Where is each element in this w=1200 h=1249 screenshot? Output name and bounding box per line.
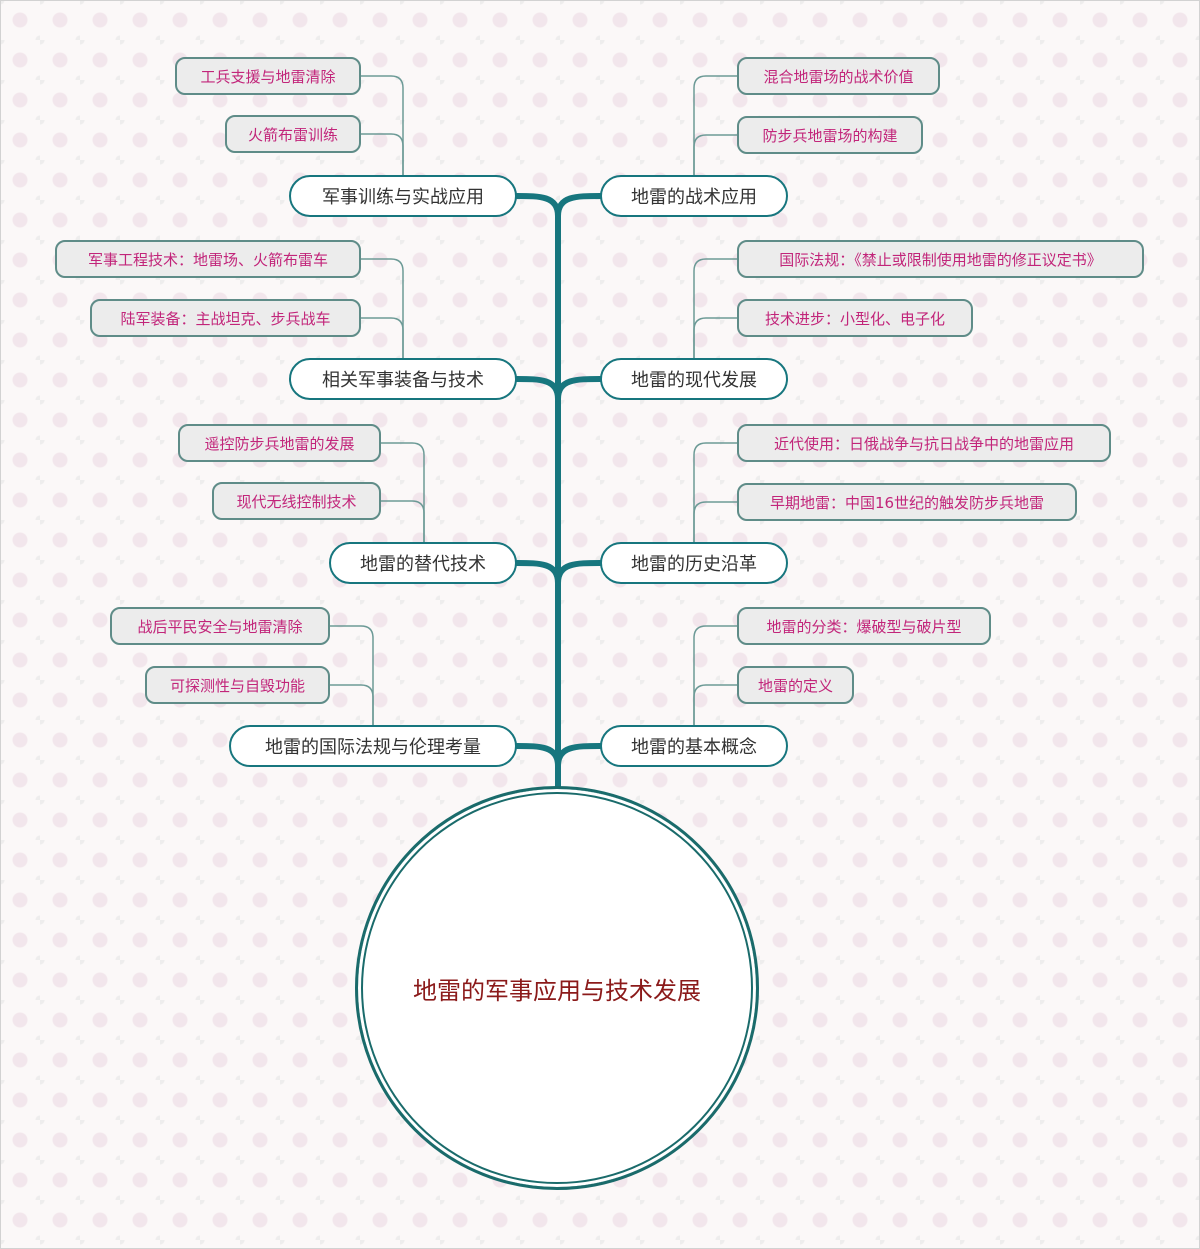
branch-left-0 [514, 193, 561, 219]
sub-connector-right-5 [693, 501, 738, 543]
sub-connector-right-2 [693, 258, 738, 359]
topic-tactical-use[interactable]: 地雷的战术应用 [600, 175, 788, 217]
subtopic-remote-apm[interactable]: 遥控防步兵地雷的发展 [178, 424, 381, 462]
sub-connector-right-0 [693, 75, 738, 176]
sub-connector-right-7 [693, 684, 738, 726]
topic-history[interactable]: 地雷的历史沿革 [600, 542, 788, 584]
topic-modern-development[interactable]: 地雷的现代发展 [600, 358, 788, 400]
topic-related-equipment[interactable]: 相关军事装备与技术 [289, 358, 517, 400]
subtopic-detectability[interactable]: 可探测性与自毁功能 [145, 666, 330, 704]
branch-right-1 [555, 376, 603, 402]
subtopic-civilian-safety[interactable]: 战后平民安全与地雷清除 [110, 607, 330, 645]
subtopic-rocket-mine-training[interactable]: 火箭布雷训练 [225, 115, 361, 153]
subtopic-early-mines[interactable]: 早期地雷：中国16世纪的触发防步兵地雷 [737, 483, 1077, 521]
sub-connector-right-4 [693, 442, 738, 543]
sub-connector-right-1 [693, 134, 738, 176]
sub-connector-left-7 [329, 684, 374, 726]
topic-military-training[interactable]: 军事训练与实战应用 [289, 175, 517, 217]
sub-connector-left-1 [360, 133, 404, 176]
root-topic[interactable]: 地雷的军事应用与技术发展 [355, 786, 759, 1190]
branch-right-3 [555, 743, 603, 769]
topic-basic-concept[interactable]: 地雷的基本概念 [600, 725, 788, 767]
branch-left-2 [514, 560, 561, 586]
subtopic-army-equipment[interactable]: 陆军装备：主战坦克、步兵战车 [90, 299, 361, 337]
sub-connector-left-4 [380, 442, 425, 543]
sub-connector-left-3 [360, 317, 404, 359]
subtopic-wireless-control[interactable]: 现代无线控制技术 [212, 482, 381, 520]
branch-right-0 [555, 193, 603, 219]
branch-left-1 [514, 376, 561, 402]
sub-connector-left-6 [329, 625, 374, 726]
sub-connector-left-5 [380, 500, 425, 543]
subtopic-engineer-support[interactable]: 工兵支援与地雷清除 [175, 57, 361, 95]
subtopic-engineering-tech[interactable]: 军事工程技术：地雷场、火箭布雷车 [55, 240, 361, 278]
subtopic-apm-minefield[interactable]: 防步兵地雷场的构建 [737, 116, 923, 154]
subtopic-tech-progress[interactable]: 技术进步：小型化、电子化 [737, 299, 973, 337]
subtopic-intl-protocol[interactable]: 国际法规：《禁止或限制使用地雷的修正议定书》 [737, 240, 1144, 278]
sub-connector-right-6 [693, 625, 738, 726]
branch-right-2 [555, 560, 603, 586]
root-label: 地雷的军事应用与技术发展 [413, 976, 701, 1005]
branch-left-3 [514, 743, 561, 769]
subtopic-mixed-minefield[interactable]: 混合地雷场的战术价值 [737, 57, 940, 95]
sub-connector-right-3 [693, 317, 738, 359]
topic-alternative-tech[interactable]: 地雷的替代技术 [329, 542, 517, 584]
sub-connector-left-2 [360, 258, 404, 359]
sub-connector-left-0 [360, 75, 404, 176]
subtopic-classification[interactable]: 地雷的分类：爆破型与破片型 [737, 607, 991, 645]
topic-law-ethics[interactable]: 地雷的国际法规与伦理考量 [229, 725, 517, 767]
subtopic-definition[interactable]: 地雷的定义 [737, 666, 854, 704]
subtopic-modern-usage[interactable]: 近代使用：日俄战争与抗日战争中的地雷应用 [737, 424, 1111, 462]
